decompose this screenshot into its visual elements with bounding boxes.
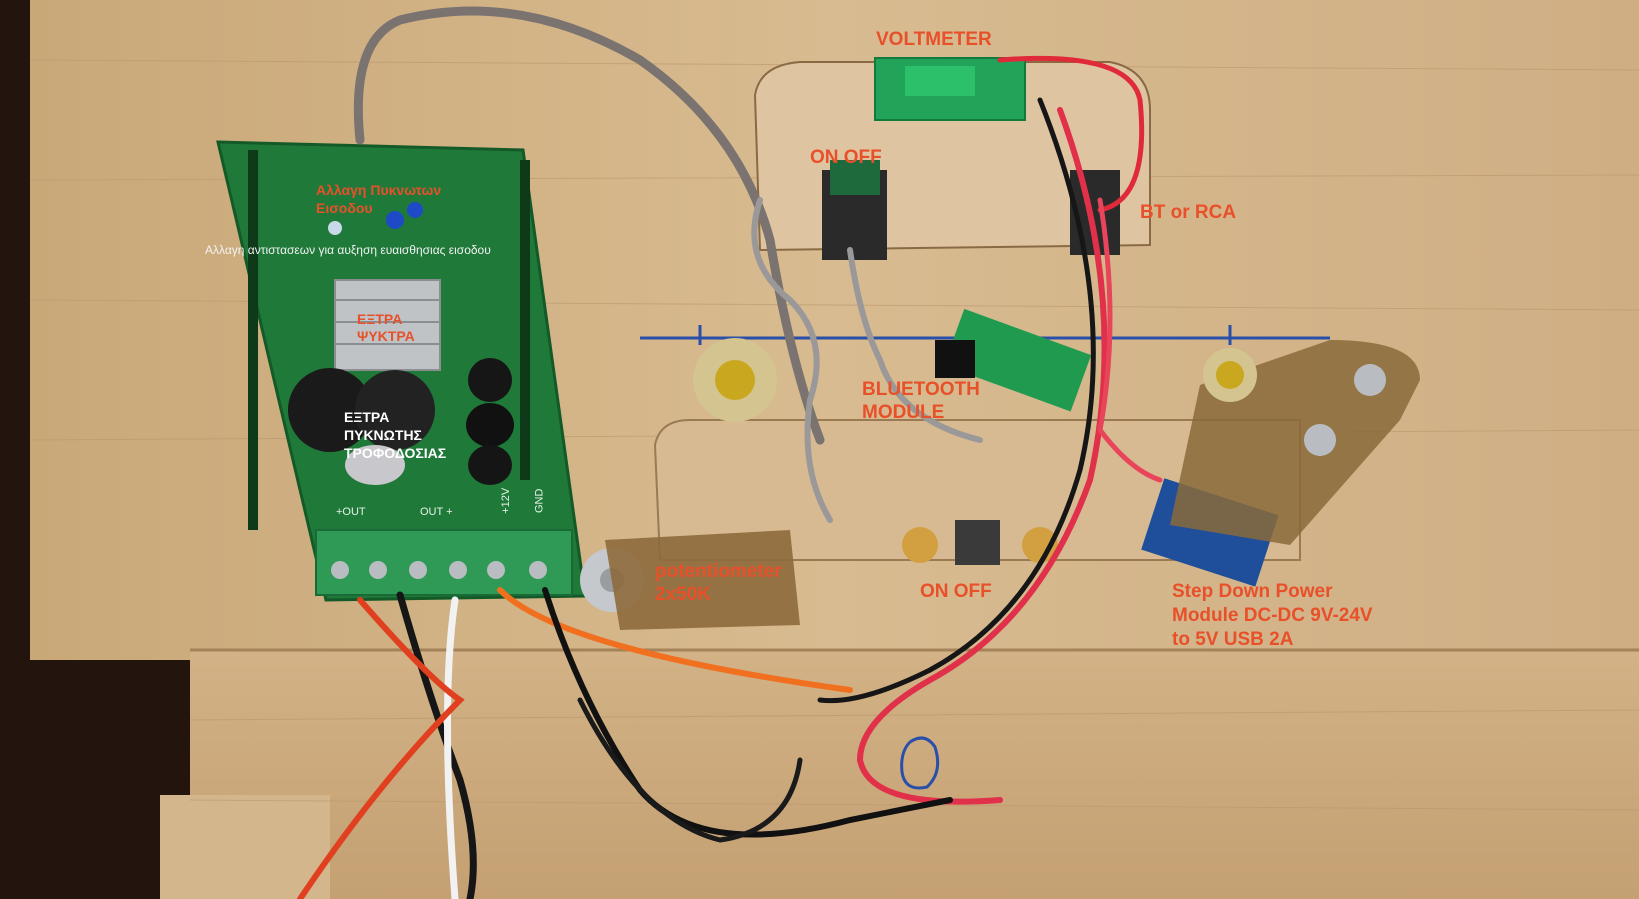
stepdown-label-line2: Module DC-DC 9V-24V	[1172, 605, 1373, 626]
extra-cooler-label-line2: ΨΥΚΤΡΑ	[357, 328, 415, 344]
silk-gnd: GND	[533, 488, 546, 513]
stepdown-label-line1: Step Down Power	[1172, 581, 1333, 602]
pin-headers	[248, 150, 530, 530]
input-change-label-line1: Αλλαγη Πυκνωτων	[316, 182, 442, 198]
input-change-label-line2: Εισοδου	[316, 200, 373, 216]
silk-out-right: OUT +	[420, 506, 453, 518]
bluetooth-label-line1: BLUETOOTH	[862, 379, 980, 400]
extra-cap-label-line3: ΤΡΟΦΟΔΟΣΙΑΣ	[344, 445, 447, 461]
stepdown-label-line3: to 5V USB 2A	[1172, 629, 1294, 650]
silk-out-left: +OUT	[336, 506, 366, 518]
potentiometer-label-line2: 2x50K	[655, 584, 711, 605]
terminal-block	[315, 529, 573, 596]
bt-or-rca-label: BT or RCA	[1140, 202, 1237, 223]
extra-cooler-label-line1: ΕΞΤΡΑ	[357, 311, 403, 327]
capacitors	[288, 202, 514, 485]
heatsink	[334, 279, 441, 371]
potentiometer-label-line1: potentiometer	[655, 561, 782, 582]
voltmeter-module	[874, 57, 1026, 121]
resistor-change-label: Αλλαγη αντιστασεων για αυξηση ευαισθησια…	[205, 243, 491, 257]
extra-cap-label-line2: ΠΥΚΝΩΤΗΣ	[344, 427, 422, 443]
wood-block-corner	[160, 795, 330, 899]
bluetooth-label-line2: MODULE	[862, 402, 945, 423]
extra-cap-label-line1: ΕΞΤΡΑ	[344, 409, 390, 425]
bluetooth-module	[935, 308, 1092, 412]
voltmeter-label: VOLTMETER	[876, 29, 992, 50]
silk-12v: +12V	[500, 487, 513, 514]
on-off-bottom-label: ON OFF	[920, 581, 992, 602]
potentiometer-bracket	[605, 530, 800, 630]
bottom-switch	[902, 520, 1058, 565]
wires	[297, 6, 1163, 899]
on-off-top-label: ON OFF	[810, 147, 882, 168]
